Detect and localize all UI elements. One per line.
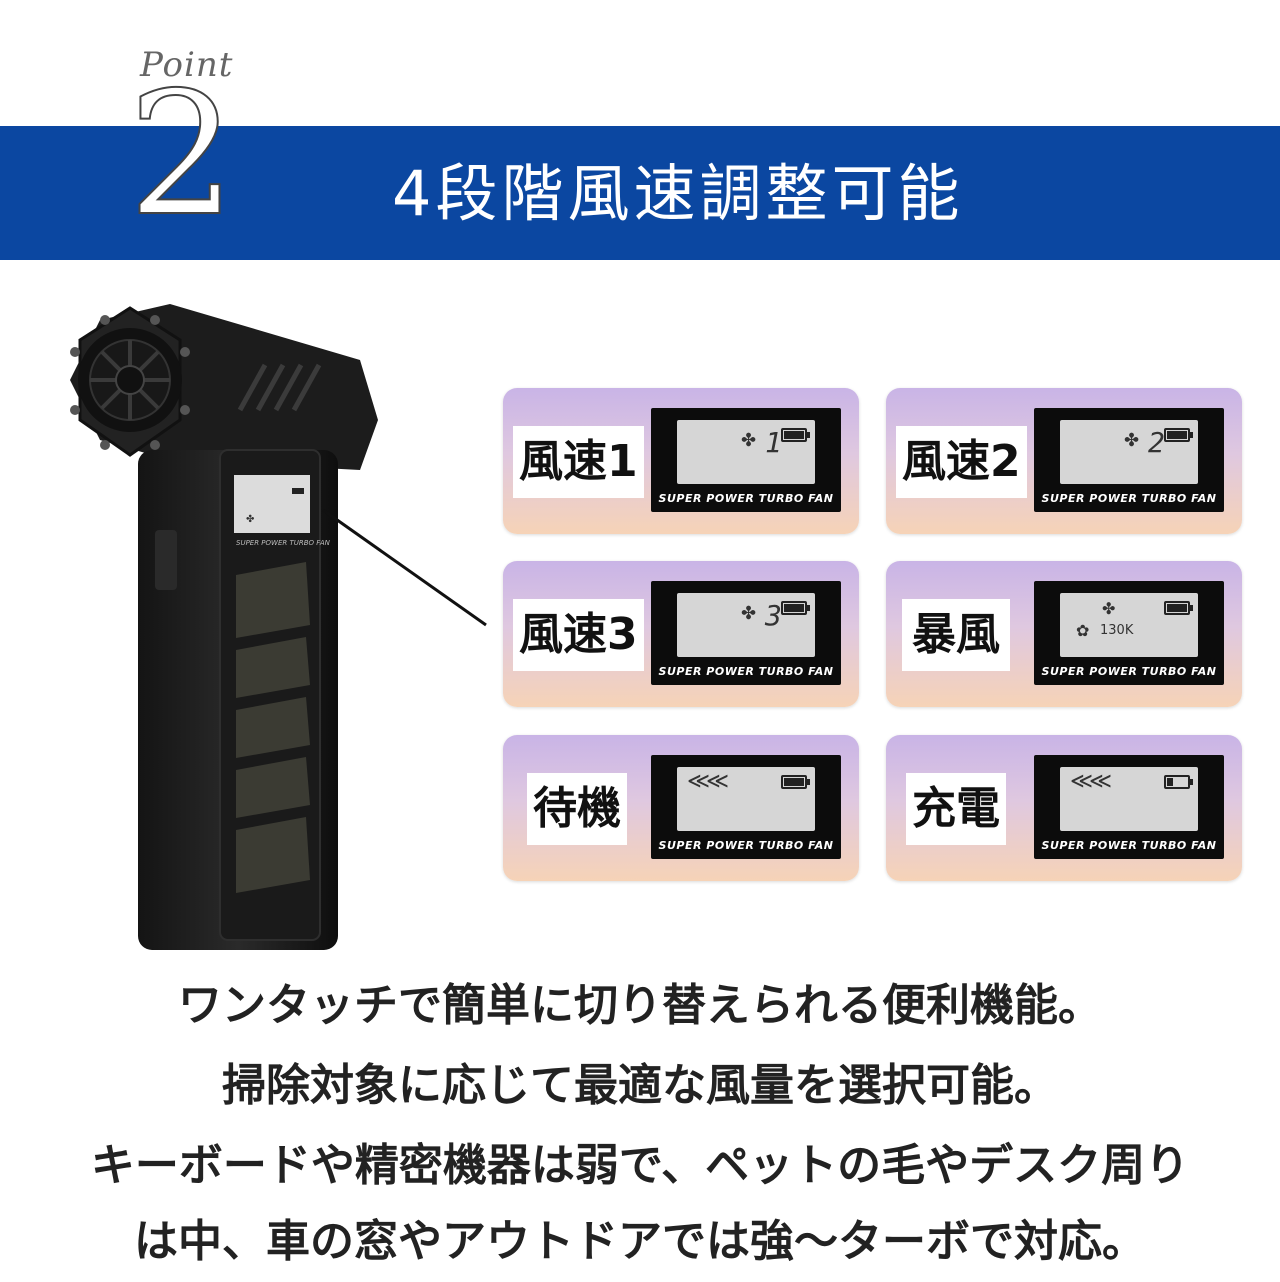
title-banner bbox=[0, 126, 1280, 260]
battery-icon bbox=[1164, 428, 1193, 442]
lcd-display: ≪≪ SUPER POWER TURBO FAN bbox=[651, 755, 841, 859]
turbo-fan-product-image: ✤ SUPER POWER TURBO FAN bbox=[70, 304, 378, 950]
brand-text: SUPER POWER TURBO FAN bbox=[1041, 839, 1217, 852]
battery-icon bbox=[781, 601, 810, 615]
mode-card-speed-2: 風速2 ✤ 2 SUPER POWER TURBO FAN bbox=[886, 388, 1242, 534]
lcd-display: ✤ 2 SUPER POWER TURBO FAN bbox=[1034, 408, 1224, 512]
mode-label: 風速2 bbox=[896, 426, 1027, 498]
standby-arrows-icon: ≪≪ bbox=[687, 769, 729, 794]
fan-icon: ✤ bbox=[741, 603, 757, 624]
description-line-3: キーボードや精密機器は弱で、ペットの毛やデスク周り bbox=[90, 1140, 1190, 1191]
mode-card-standby: 待機 ≪≪ SUPER POWER TURBO FAN bbox=[503, 735, 859, 881]
mode-label: 暴風 bbox=[902, 599, 1010, 671]
mode-card-charging: 充電 ≪≪ SUPER POWER TURBO FAN bbox=[886, 735, 1242, 881]
lcd-display: ✤ 3 SUPER POWER TURBO FAN bbox=[651, 581, 841, 685]
description-line-2: 掃除対象に応じて最適な風量を選択可能。 bbox=[222, 1060, 1058, 1111]
charging-arrows-icon: ≪≪ bbox=[1070, 769, 1112, 794]
svg-text:✤: ✤ bbox=[246, 514, 254, 525]
fan-icon: ✤ bbox=[1124, 430, 1140, 451]
fan-icon: ✤ bbox=[741, 430, 757, 451]
mode-label: 風速1 bbox=[513, 426, 644, 498]
point-label: Point bbox=[140, 45, 234, 85]
svg-text:SUPER POWER TURBO FAN: SUPER POWER TURBO FAN bbox=[236, 539, 331, 547]
speed-value: 3 bbox=[765, 599, 782, 632]
battery-icon bbox=[781, 428, 810, 442]
fan-icon: ✤ bbox=[1102, 599, 1116, 618]
battery-icon bbox=[781, 775, 810, 789]
description-line-1: ワンタッチで簡単に切り替えられる便利機能。 bbox=[178, 980, 1102, 1031]
description-line-4: は中、車の窓やアウトドアでは強〜ターボで対応。 bbox=[134, 1216, 1146, 1267]
battery-icon bbox=[1164, 775, 1193, 789]
lcd-display: ✤ ✿ 130K SUPER POWER TURBO FAN bbox=[1034, 581, 1224, 685]
point-number: 2 bbox=[127, 56, 237, 254]
brand-text: SUPER POWER TURBO FAN bbox=[1041, 492, 1217, 505]
page-title: 4段階風速調整可能 bbox=[392, 157, 964, 230]
brand-text: SUPER POWER TURBO FAN bbox=[658, 665, 834, 678]
speed-value: 1 bbox=[765, 426, 782, 459]
turbo-icon: ✿ bbox=[1076, 621, 1090, 640]
brand-text: SUPER POWER TURBO FAN bbox=[658, 839, 834, 852]
lcd-display: ✤ 1 SUPER POWER TURBO FAN bbox=[651, 408, 841, 512]
speed-value: 130K bbox=[1100, 623, 1134, 638]
mode-label: 風速3 bbox=[513, 599, 644, 671]
lcd-display: ≪≪ SUPER POWER TURBO FAN bbox=[1034, 755, 1224, 859]
mode-card-turbo: 暴風 ✤ ✿ 130K SUPER POWER TURBO FAN bbox=[886, 561, 1242, 707]
speed-value: 2 bbox=[1148, 426, 1165, 459]
brand-text: SUPER POWER TURBO FAN bbox=[658, 492, 834, 505]
mode-card-speed-3: 風速3 ✤ 3 SUPER POWER TURBO FAN bbox=[503, 561, 859, 707]
mode-label: 充電 bbox=[906, 773, 1006, 845]
mode-card-speed-1: 風速1 ✤ 1 SUPER POWER TURBO FAN bbox=[503, 388, 859, 534]
brand-text: SUPER POWER TURBO FAN bbox=[1041, 665, 1217, 678]
battery-icon bbox=[1164, 601, 1193, 615]
mode-label: 待機 bbox=[527, 773, 627, 845]
